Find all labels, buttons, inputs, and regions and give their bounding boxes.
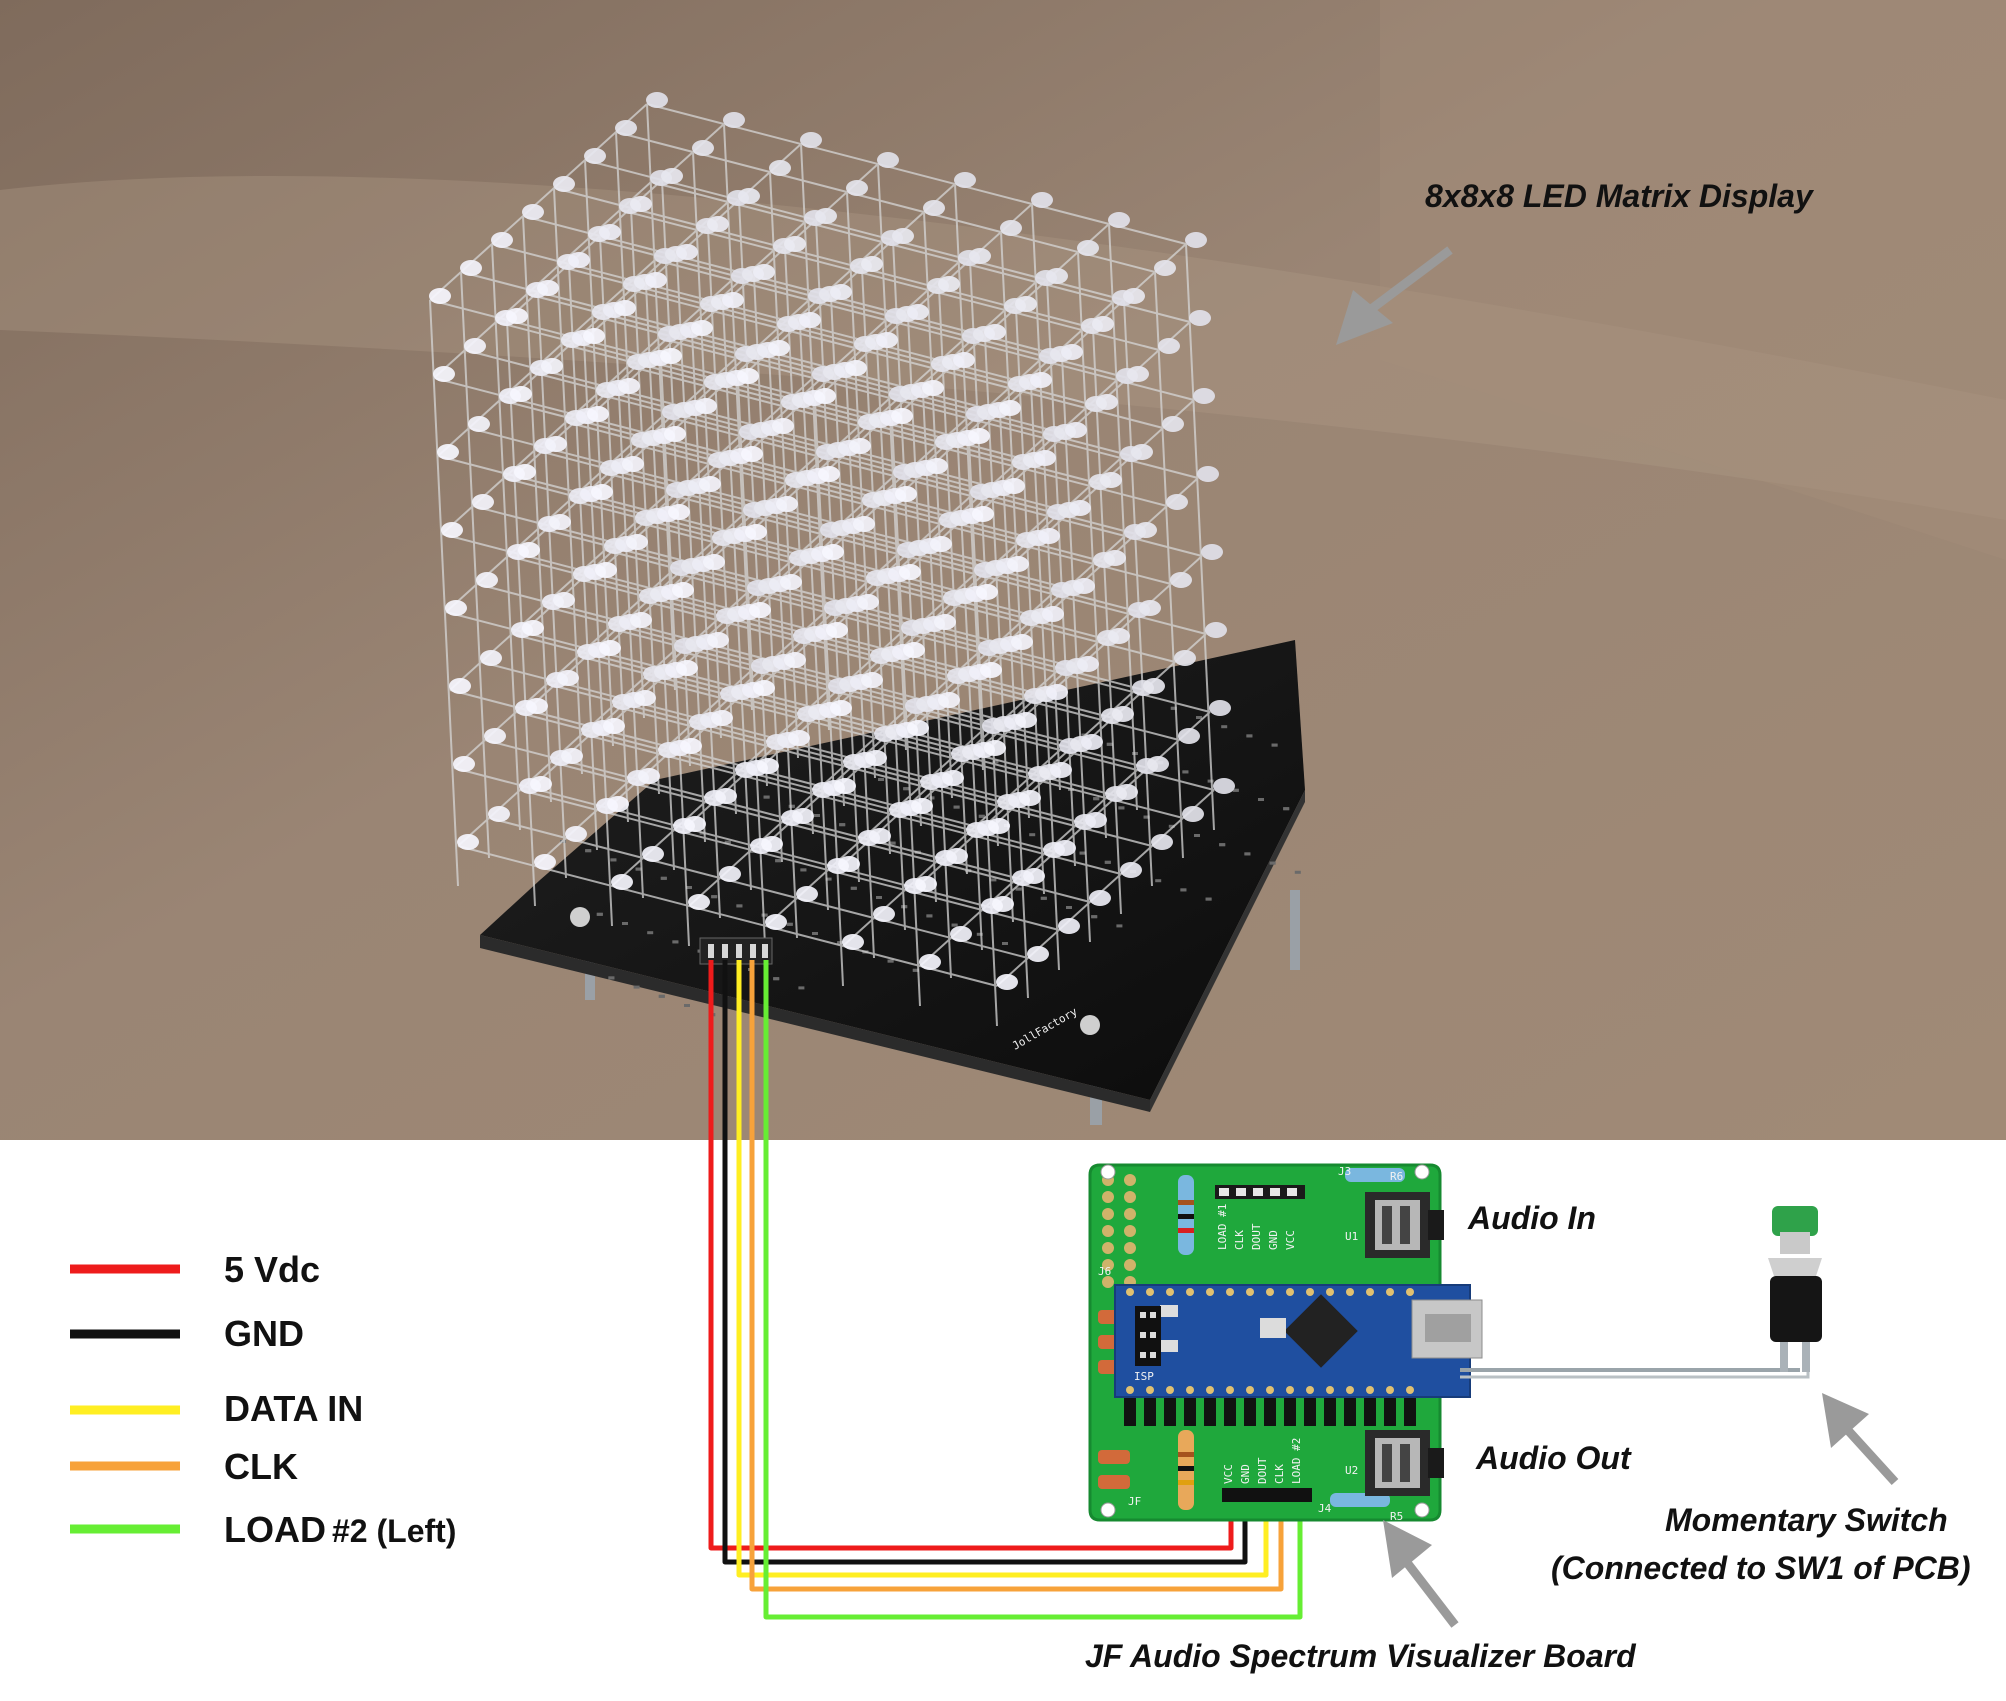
resistors xyxy=(1178,1168,1405,1510)
svg-text:U2: U2 xyxy=(1345,1464,1358,1477)
svg-text:ISP: ISP xyxy=(1134,1370,1154,1383)
legend-label-data-in: DATA IN xyxy=(224,1388,364,1429)
arrow-led-cube xyxy=(1336,246,1453,345)
wire-gnd xyxy=(722,960,1248,1565)
label-audio-out: Audio Out xyxy=(1476,1440,1631,1476)
pcb-bottom-pin-label: CLK xyxy=(1273,1464,1286,1484)
pcb-bottom-pin-label: DOUT xyxy=(1256,1457,1269,1484)
pcb-bottom-pin-label: LOAD #2 xyxy=(1290,1438,1303,1484)
pcb-top-pin-label: GND xyxy=(1267,1230,1280,1250)
pcb-bottom-pin-label: VCC xyxy=(1222,1464,1235,1484)
background-fold xyxy=(0,176,2006,520)
legend-label-clk: CLK xyxy=(224,1446,298,1487)
pcb-top-pin-label: VCC xyxy=(1284,1230,1297,1250)
audio-jack-out xyxy=(1365,1430,1444,1496)
svg-text:J3: J3 xyxy=(1338,1165,1351,1178)
arrow-switch xyxy=(1822,1393,1899,1486)
legend-label-load-suffix: #2 (Left) xyxy=(332,1513,457,1549)
pcb-silkscreen: JF U1 U2 J3 J4 J6 R5 R6 ISP LOAD #1 CLK DO… xyxy=(1098,1165,1403,1523)
svg-text:U1: U1 xyxy=(1345,1230,1358,1243)
label-led-cube: 8x8x8 LED Matrix Display xyxy=(1425,178,1813,214)
svg-text:J6: J6 xyxy=(1098,1265,1111,1278)
pcb-top-pin-label: CLK xyxy=(1233,1230,1246,1250)
legend-label-load-name: LOAD xyxy=(224,1509,326,1550)
isp-header xyxy=(1135,1306,1161,1366)
svg-text:R5: R5 xyxy=(1390,1510,1403,1523)
pcb-mark-jf: JF xyxy=(1128,1495,1141,1508)
legend xyxy=(70,1264,180,1534)
arduino-nano xyxy=(1114,1284,1483,1426)
visualizer-board: JF U1 U2 J3 J4 J6 R5 R6 ISP LOAD #1 CLK DO… xyxy=(1088,1163,1483,1523)
pcb-bottom-pin-label: GND xyxy=(1239,1464,1252,1484)
callout-arrows xyxy=(1336,246,1899,1628)
legend-label-gnd: GND xyxy=(224,1313,304,1354)
momentary-switch xyxy=(1768,1206,1822,1372)
arrow-board xyxy=(1383,1520,1459,1628)
label-board: JF Audio Spectrum Visualizer Board xyxy=(1085,1638,1636,1674)
led-cube xyxy=(429,92,1235,1027)
label-switch-subtitle: (Connected to SW1 of PCB) xyxy=(1551,1550,1971,1586)
pcb-top-pin-label: DOUT xyxy=(1250,1223,1263,1250)
svg-text:J4: J4 xyxy=(1318,1502,1332,1515)
cube-leds xyxy=(429,92,1235,990)
pcb-top-pin-label: LOAD #1 xyxy=(1216,1204,1229,1250)
white-panel xyxy=(0,1140,2006,1701)
wire-data-in xyxy=(736,960,1269,1578)
bottom-header xyxy=(1222,1488,1312,1502)
top-header xyxy=(1215,1185,1305,1199)
svg-text:R6: R6 xyxy=(1390,1170,1403,1183)
legend-label-5vdc: 5 Vdc xyxy=(224,1249,321,1290)
label-switch-title: Momentary Switch xyxy=(1665,1502,1948,1538)
cube-header-connector xyxy=(699,937,773,965)
label-audio-in: Audio In xyxy=(1468,1200,1596,1236)
legend-label-load: LOAD#2 (Left) xyxy=(224,1509,456,1551)
audio-jack-in xyxy=(1365,1192,1444,1258)
wire-load xyxy=(763,960,1303,1620)
wire-clk xyxy=(749,960,1284,1592)
